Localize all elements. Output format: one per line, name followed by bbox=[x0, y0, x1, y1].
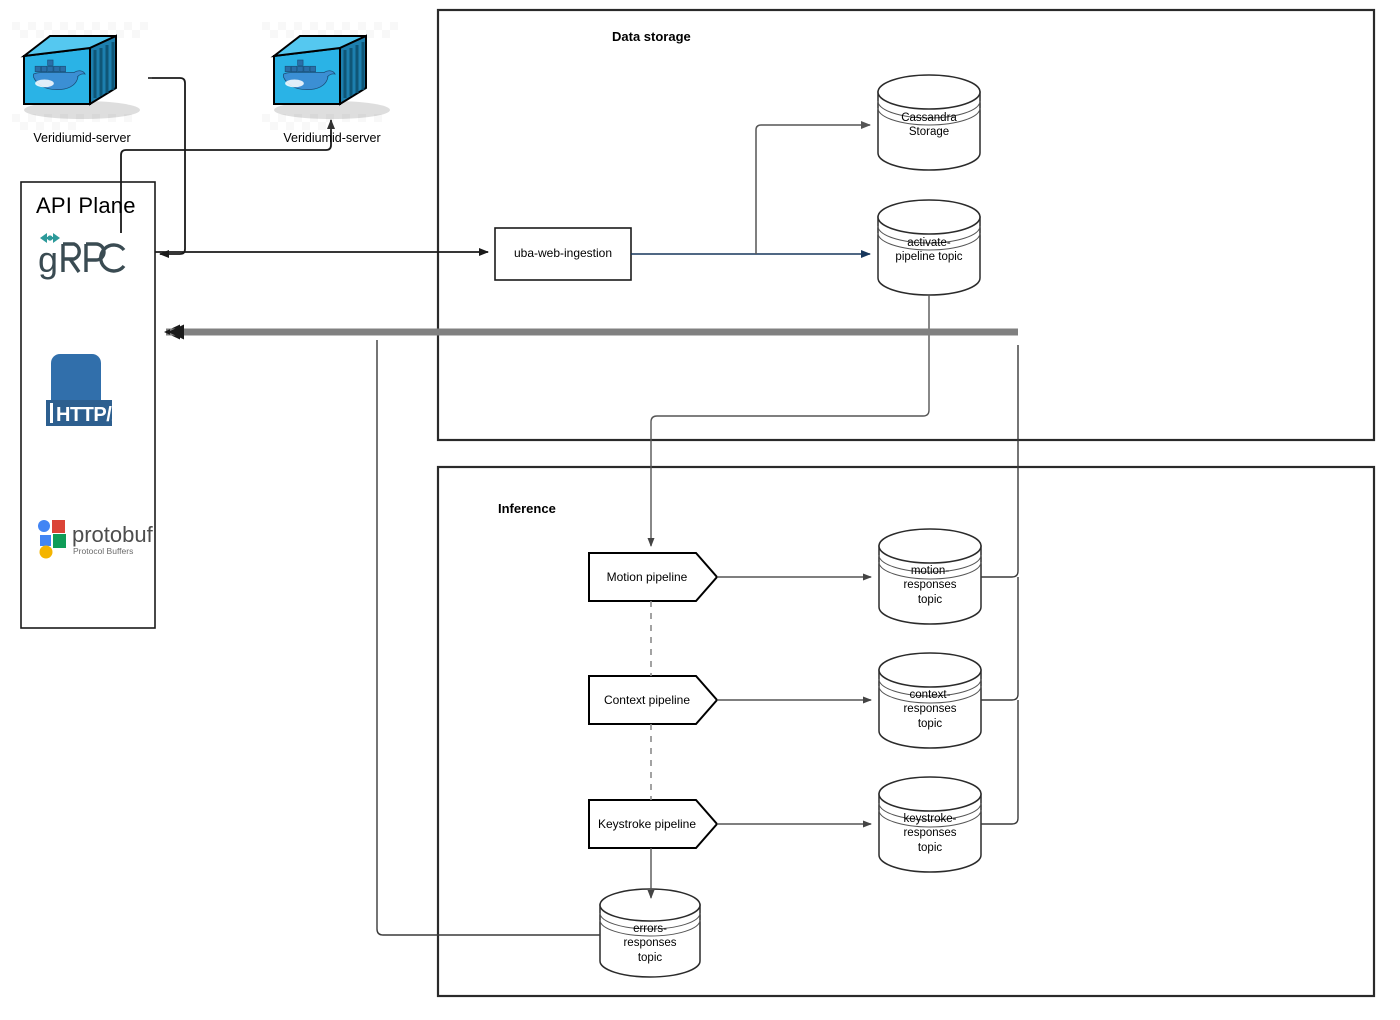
cassandra-storage-label-line2: Storage bbox=[908, 126, 950, 139]
cassandra-storage-label-line1: Cassandra bbox=[901, 112, 957, 124]
inference-frame bbox=[436, 465, 1376, 998]
keystroke-pipeline-shape bbox=[588, 799, 719, 849]
uba-web-ingestion-box bbox=[494, 227, 632, 281]
context-pipeline-label[interactable]: Context pipeline bbox=[603, 693, 691, 707]
activate-pipeline-topic-shape bbox=[877, 199, 981, 296]
motion-responses-topic-label-line3: topic bbox=[917, 593, 943, 606]
errors-responses-topic-label-line2: responses bbox=[623, 937, 677, 950]
context-responses-topic-label-line1: context- bbox=[909, 689, 951, 701]
keystroke-responses-topic-label-line3: topic bbox=[917, 841, 943, 854]
conn-keystroke-topic-riser bbox=[981, 700, 1019, 825]
conn-context-topic-riser bbox=[981, 577, 1019, 701]
http2-logo-icon: HTTP/2 bbox=[46, 354, 116, 426]
veridiumid-server-right-label: Veridiumid-server bbox=[283, 131, 381, 145]
errors-responses-topic-label-line1: errors- bbox=[633, 923, 667, 935]
docker-container-icon bbox=[262, 22, 402, 130]
grpc-logo-icon: g bbox=[38, 233, 126, 280]
uba-web-ingestion-label[interactable]: uba-web-ingestion bbox=[513, 246, 613, 260]
api-plane-title: API Plane bbox=[36, 193, 136, 218]
keystroke-pipeline-label[interactable]: Keystroke pipeline bbox=[597, 817, 697, 831]
context-responses-topic-shape bbox=[878, 652, 982, 749]
svg-text:g: g bbox=[38, 239, 58, 280]
keystroke-responses-topic-label-line2: responses bbox=[903, 827, 957, 840]
data-storage-frame bbox=[436, 8, 1376, 442]
errors-responses-topic-shape bbox=[599, 888, 701, 978]
conn-left-server-to-apiplane bbox=[148, 77, 186, 258]
data-storage-title: Data storage bbox=[612, 29, 691, 44]
svg-text:HTTP/2: HTTP/2 bbox=[56, 404, 116, 426]
conn-uba-to-cassandra bbox=[755, 121, 871, 254]
context-pipeline-shape bbox=[588, 675, 719, 725]
protobuf-logo-icon: protobuf Protocol Buffers bbox=[38, 520, 154, 559]
keystroke-responses-topic-shape bbox=[878, 776, 982, 873]
svg-text:Protocol Buffers: Protocol Buffers bbox=[73, 546, 133, 556]
docker-container-icon bbox=[12, 22, 152, 130]
veridiumid-server-left-label: Veridiumid-server bbox=[33, 131, 131, 145]
errors-responses-topic-label-line3: topic bbox=[637, 951, 663, 964]
context-responses-topic-label-line2: responses bbox=[903, 703, 957, 716]
motion-responses-topic-shape bbox=[878, 528, 982, 625]
activate-pipeline-topic-label-line1: activate- bbox=[907, 237, 951, 249]
inference-title: Inference bbox=[498, 501, 556, 516]
motion-pipeline-label[interactable]: Motion pipeline bbox=[606, 570, 688, 584]
cassandra-storage-shape bbox=[877, 74, 981, 171]
svg-text:protobuf: protobuf bbox=[72, 522, 154, 547]
keystroke-responses-topic-label-line1: keystroke- bbox=[903, 813, 957, 825]
activate-pipeline-topic-label-line2: pipeline topic bbox=[895, 251, 963, 264]
conn-activate-topic-to-motion-pipeline bbox=[647, 295, 930, 547]
conn-motion-topic-riser bbox=[981, 345, 1019, 578]
conn-errors-topic-to-bus bbox=[376, 340, 600, 936]
motion-responses-topic-label-line1: motion- bbox=[910, 565, 950, 577]
context-responses-topic-label-line3: topic bbox=[917, 717, 943, 730]
motion-pipeline-shape bbox=[588, 552, 719, 602]
motion-responses-topic-label-line2: responses bbox=[903, 579, 957, 592]
